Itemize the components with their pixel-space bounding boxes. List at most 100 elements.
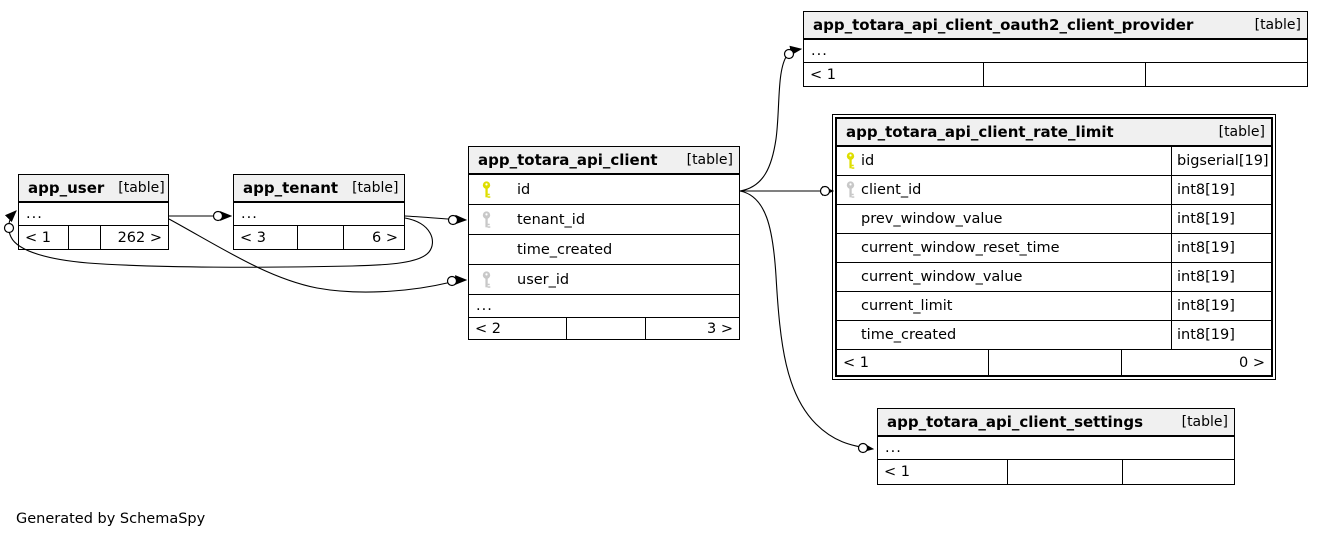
column-row-current_limit: current_limit int8[19]: [837, 291, 1271, 320]
edge-cardinality-dot: [857, 442, 869, 454]
column-name: time_created: [861, 327, 957, 343]
table-header[interactable]: app_totara_api_client_settings [table]: [878, 409, 1234, 436]
table-header[interactable]: app_totara_api_client [table]: [469, 147, 739, 174]
column-row-current_window_value: current_window_value int8[19]: [837, 262, 1271, 291]
column-name: time_created: [517, 241, 613, 258]
hidden-columns-row: ...: [234, 202, 404, 225]
footer-cell-1: [298, 226, 344, 249]
hidden-columns-ellipsis: ...: [476, 298, 493, 314]
column-row-prev_window_value: prev_window_value int8[19]: [837, 204, 1271, 233]
column-name: current_window_reset_time: [861, 240, 1060, 256]
column-row-user_id: user_id: [469, 264, 739, 294]
table-header[interactable]: app_tenant [table]: [234, 175, 404, 202]
footer-cell-2[interactable]: 3 >: [707, 320, 733, 337]
hidden-columns-ellipsis: ...: [26, 206, 43, 222]
column-type: int8[19]: [1171, 176, 1271, 204]
footer-cell-0[interactable]: < 1: [837, 350, 989, 375]
hidden-columns-row: ...: [804, 39, 1307, 62]
edge-app_totara_api_client-to-oauth2_client_provider: [739, 45, 803, 192]
table-name: app_tenant: [243, 179, 339, 197]
table-type-badge: [table]: [1181, 414, 1228, 430]
column-type: int8[19]: [1171, 234, 1271, 262]
table-type-badge: [table]: [352, 180, 399, 196]
column-type: int8[19]: [1171, 205, 1271, 233]
table-name: app_user: [28, 179, 105, 197]
edge-cardinality-dot: [447, 214, 459, 226]
footer-cell-1: [567, 318, 646, 339]
edge-app_user-to-app_tenant: [168, 210, 233, 222]
footer-cell-2[interactable]: 262 >: [117, 229, 162, 246]
edge-line: [404, 214, 468, 225]
table-type-badge: [table]: [118, 180, 165, 196]
edge-cardinality-dot: [212, 210, 224, 222]
edge-cardinality-dot: [3, 222, 15, 234]
generated-by-label: Generated by SchemaSpy: [16, 511, 206, 527]
primary-key-icon: [845, 152, 856, 171]
column-name: current_limit: [861, 298, 953, 314]
foreign-key-icon: [845, 181, 856, 200]
footer-cell-0[interactable]: < 2: [469, 318, 567, 339]
column-name: client_id: [861, 182, 922, 198]
table-pager-footer: < 1: [804, 62, 1307, 86]
column-name: tenant_id: [517, 211, 586, 228]
footer-cell-2[interactable]: 6 >: [372, 229, 398, 246]
column-row-id: id bigserial[19]: [837, 146, 1271, 175]
footer-cell-1: [984, 63, 1146, 86]
edge-app_tenant-to-app_totara_api_client-tenant_id: [404, 214, 468, 226]
column-name: id: [861, 153, 875, 169]
column-row-time_created: time_created int8[19]: [837, 320, 1271, 349]
edge-app_totara_api_client-to-rate_limit-client_id: [740, 185, 835, 197]
column-name: prev_window_value: [861, 211, 1003, 227]
footer-cell-0[interactable]: < 1: [804, 63, 984, 86]
hidden-columns-ellipsis: ...: [811, 43, 828, 59]
table-type-badge: [table]: [1218, 124, 1265, 140]
table-type-badge: [table]: [1254, 17, 1301, 33]
table-name: app_totara_api_client: [478, 151, 658, 169]
foreign-key-icon: [481, 210, 492, 229]
footer-cell-0[interactable]: < 3: [234, 226, 298, 249]
table-pager-footer: < 3 6 >: [234, 225, 404, 249]
table-header[interactable]: app_totara_api_client_rate_limit [table]: [837, 119, 1271, 146]
column-name: id: [517, 181, 531, 198]
column-type: int8[19]: [1171, 263, 1271, 291]
footer-cell-0[interactable]: < 1: [878, 460, 1008, 484]
column-type: int8[19]: [1171, 292, 1271, 320]
table-app_tenant[interactable]: app_tenant [table]... < 3 6 >: [233, 174, 405, 250]
table-pager-footer: < 1 262 >: [19, 225, 168, 249]
table-pager-footer: < 1: [878, 459, 1234, 484]
footer-cell-2[interactable]: 0 >: [1239, 354, 1265, 371]
hidden-columns-row: ...: [19, 202, 168, 225]
column-name: user_id: [517, 271, 570, 288]
table-name: app_totara_api_client_rate_limit: [846, 123, 1114, 141]
column-row-id: id: [469, 174, 739, 204]
table-header[interactable]: app_totara_api_client_oauth2_client_prov…: [804, 12, 1307, 39]
table-name: app_totara_api_client_oauth2_client_prov…: [813, 16, 1194, 34]
table-app_user[interactable]: app_user [table]... < 1 262 >: [18, 174, 169, 250]
hidden-columns-ellipsis: ...: [885, 440, 902, 456]
hidden-columns-row: ...: [469, 294, 739, 317]
table-app_totara_api_client_rate_limit[interactable]: app_totara_api_client_rate_limit [table] i…: [832, 114, 1276, 380]
table-name: app_totara_api_client_settings: [887, 413, 1144, 431]
column-row-tenant_id: tenant_id: [469, 204, 739, 234]
column-name: current_window_value: [861, 269, 1023, 285]
table-type-badge: [table]: [686, 152, 733, 168]
footer-cell-0[interactable]: < 1: [19, 226, 69, 249]
footer-cell-2[interactable]: [1123, 460, 1234, 484]
footer-cell-2[interactable]: [1146, 63, 1307, 86]
table-app_totara_api_client_oauth2_client_provider[interactable]: app_totara_api_client_oauth2_client_prov…: [803, 11, 1308, 87]
footer-cell-1: [69, 226, 101, 249]
column-row-client_id: client_id int8[19]: [837, 175, 1271, 204]
table-header[interactable]: app_user [table]: [19, 175, 168, 202]
edge-line: [739, 45, 803, 192]
column-row-time_created: time_created: [469, 234, 739, 264]
column-row-current_window_reset_time: current_window_reset_time int8[19]: [837, 233, 1271, 262]
table-app_totara_api_client_settings[interactable]: app_totara_api_client_settings [table]...…: [877, 408, 1235, 485]
edge-cardinality-dot: [819, 185, 831, 197]
column-type: bigserial[19]: [1171, 147, 1271, 175]
hidden-columns-row: ...: [878, 436, 1234, 459]
hidden-columns-ellipsis: ...: [241, 206, 258, 222]
column-type: int8[19]: [1171, 321, 1271, 349]
foreign-key-icon: [481, 270, 492, 289]
